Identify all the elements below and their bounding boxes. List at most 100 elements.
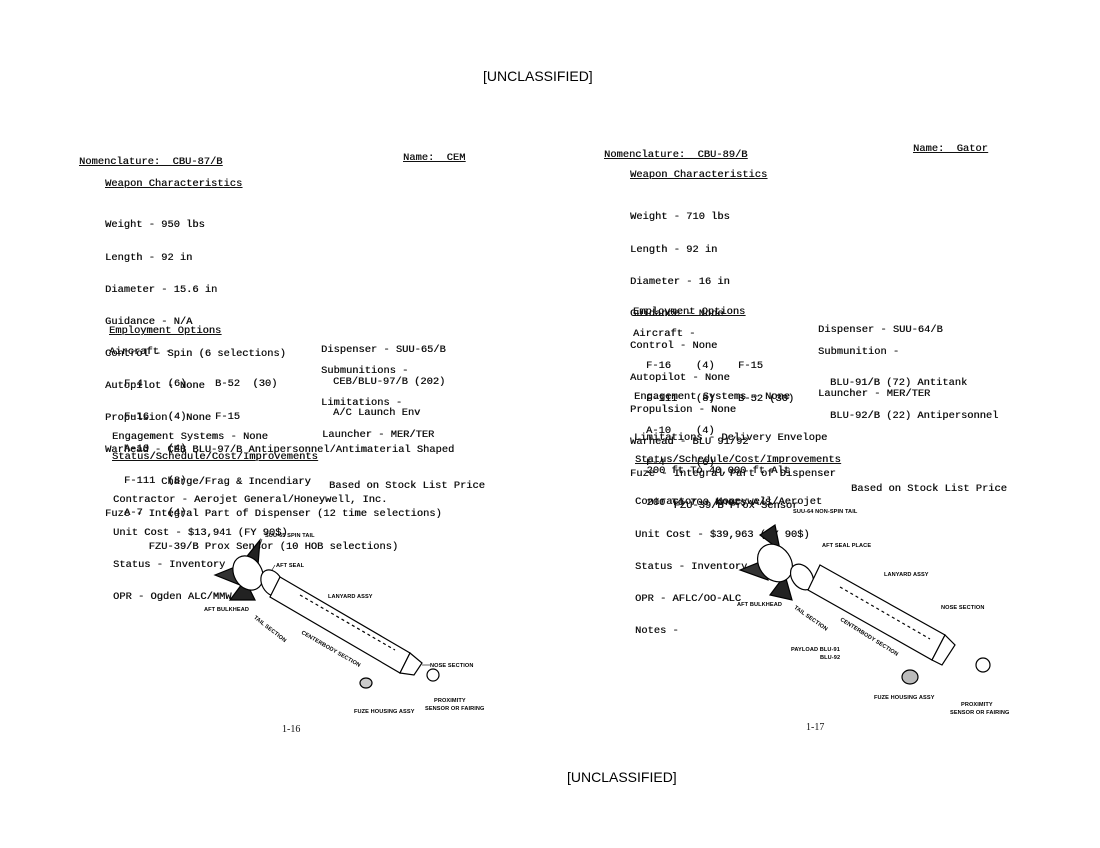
status-line: Status - Inventory	[113, 558, 226, 571]
price-note: Based on Stock List Price	[851, 483, 1007, 495]
status-list: Contractor - Aerojet General/Honeywell, …	[113, 474, 387, 624]
aircraft-list: F-16 (4) F-111 (8) A-10 (4) F-4 (6)	[646, 340, 715, 490]
limitations-label: Limitations -	[321, 397, 403, 409]
dispenser: Dispenser - SUU-65/B	[321, 344, 446, 356]
submunitions-list: BLU-91/B (72) Antitank BLU-92/B (22) Ant…	[830, 357, 998, 443]
weapon-characteristics-heading: Weapon Characteristics	[630, 169, 768, 181]
status-line: Notes -	[635, 624, 679, 637]
classification-marking-bottom: [UNCLASSIFIED]	[567, 769, 677, 785]
aircraft-item: A-7 (4)	[124, 506, 187, 519]
aircraft-item: F-4 (6)	[646, 456, 715, 469]
aircraft-item: A-10 (4)	[124, 442, 187, 455]
diagram-label: PROXIMITY	[961, 702, 993, 708]
characteristic-line: Charge/Frag & Incendiary	[105, 476, 311, 489]
aircraft-label: Aircraft -	[109, 346, 172, 358]
submunitions-label: Submunition -	[818, 346, 900, 358]
status-heading: Status/Schedule/Cost/Improvements	[635, 454, 841, 466]
aircraft-item: F-16 (4)	[124, 410, 187, 423]
aircraft-item: F-15	[215, 410, 240, 423]
nomenclature: Nomenclature: CBU-89/B	[604, 149, 748, 161]
submunition-item: BLU-91/B (72) Antitank	[830, 377, 968, 390]
diagram-label: PAYLOAD BLU-91	[791, 647, 840, 653]
characteristic-line: Length - 92 in	[105, 251, 193, 264]
status-line: Unit Cost - $13,941 (FY 90$)	[113, 526, 288, 539]
diagram-label: FUZE HOUSING ASSY	[874, 695, 935, 701]
page-number: 1-17	[806, 722, 825, 733]
status-line: Contractor - Honeywell/Aerojet	[635, 496, 823, 509]
diagram-label: SUU-64 NON-SPIN TAIL	[793, 509, 858, 515]
characteristics-list: Weight - 710 lbs Length - 92 in Diameter…	[630, 191, 836, 534]
aircraft-list-2: F-15 B-52 (30)	[738, 340, 794, 426]
diagram-label: LANYARD ASSY	[884, 572, 929, 578]
limitations-list: Limitations - Delivery Envelope 200 ft T…	[634, 412, 827, 530]
aircraft-item: F-15	[738, 360, 763, 373]
employment-options-heading: Employment Options	[633, 306, 746, 318]
aircraft-item: A-10 (4)	[646, 424, 715, 437]
status-heading: Status/Schedule/Cost/Improvements	[112, 451, 318, 463]
limitations: A/C Launch Env	[333, 407, 421, 419]
characteristic-line: Length - 92 in	[630, 243, 718, 256]
submunitions-label: Submunitions -	[321, 365, 409, 377]
diagram-label: NOSE SECTION	[430, 663, 474, 669]
diagram-label: AFT SEAL	[276, 563, 305, 569]
aircraft-item: B-52 (30)	[215, 378, 278, 391]
nomenclature: Nomenclature: CBU-87/B	[79, 156, 223, 168]
characteristic-line: Diameter - 16 in	[630, 275, 730, 288]
diagram-label: AFT SEAL PLACE	[822, 543, 872, 549]
characteristic-line: Propulsion - None	[630, 404, 737, 417]
weapon-characteristics-heading: Weapon Characteristics	[105, 178, 243, 190]
characteristic-line: Warhead - CEB BLU-97/B Antipersonnel/Ant…	[105, 444, 455, 457]
dispenser: Dispenser - SUU-64/B	[818, 324, 943, 336]
characteristic-line: Control - None	[630, 339, 718, 352]
characteristic-line: Guidance - None	[630, 307, 724, 320]
limitation-line: 200 To 700 Knots A/S	[634, 496, 772, 509]
aircraft-item: F-111 (8)	[124, 474, 187, 487]
diagram-label: FUZE HOUSING ASSY	[354, 709, 415, 715]
aircraft-item: F-4 (6)	[124, 378, 187, 391]
characteristic-line: FZU-39/B Prox Sensor	[630, 500, 799, 513]
aircraft-item: F-16 (4)	[646, 360, 715, 373]
diagram-label: NOSE SECTION	[941, 605, 985, 611]
characteristic-line: Weight - 710 lbs	[630, 211, 730, 224]
limitation-line: 200 ft To 40,000 ft Alt	[634, 464, 790, 477]
diagram-label: SENSOR OR FAIRING	[425, 706, 485, 712]
classification-marking-top: [UNCLASSIFIED]	[483, 68, 593, 84]
price-note: Based on Stock List Price	[329, 480, 485, 492]
diagram-label: PROXIMITY	[434, 698, 466, 704]
submunition-item: BLU-92/B (22) Antipersonnel	[830, 409, 999, 422]
characteristic-line: Diameter - 15.6 in	[105, 283, 218, 296]
characteristic-line: Warhead - BLU 91/92	[630, 436, 749, 449]
limitation-line: Limitations - Delivery Envelope	[634, 432, 828, 445]
employment-options-heading: Employment Options	[109, 325, 222, 337]
status-list: Contractor - Honeywell/Aerojet Unit Cost…	[635, 476, 822, 658]
characteristic-line: Guidance - N/A	[105, 315, 193, 328]
status-line: OPR - AFLC/OO-ALC	[635, 592, 742, 605]
diagram-label: AFT BULKHEAD	[737, 602, 783, 608]
engagement-systems: Engagement Systems - None	[634, 391, 790, 403]
diagram-label: AFT BULKHEAD	[204, 607, 250, 613]
launcher: Launcher - MER/TER	[818, 388, 931, 400]
weapon-name: Name: Gator	[913, 143, 988, 155]
characteristic-line: Autopilot - None	[105, 379, 205, 392]
status-line: OPR - Ogden ALC/MMW	[113, 590, 232, 603]
characteristic-line: Fuze - Integral Part of Dispenser	[630, 468, 836, 481]
aircraft-item: B-52 (30)	[738, 392, 795, 405]
page-number: 1-16	[282, 724, 301, 735]
aircraft-list: F-4 (6) F-16 (4) A-10 (4) F-111 (8) A-7 …	[124, 358, 186, 540]
aircraft-item: F-111 (8)	[646, 392, 715, 405]
weapon-name: Name: CEM	[403, 152, 466, 164]
characteristic-line: Weight - 950 lbs	[105, 219, 205, 232]
characteristic-line: Fuze - Integral Part of Dispenser (12 ti…	[105, 508, 442, 521]
cbu-89-diagram	[738, 524, 991, 685]
diagram-label: SUU-65 SPIN TAIL	[265, 533, 315, 539]
characteristic-line: Control - Spin (6 selections)	[105, 347, 286, 360]
submunitions: CEB/BLU-97/B (202)	[333, 376, 446, 388]
cbu-87-diagram	[213, 538, 440, 689]
characteristic-line: Propulsion - None	[105, 412, 212, 425]
diagram-label: SENSOR OR FAIRING	[950, 710, 1010, 716]
aircraft-list-2: B-52 (30) F-15	[215, 358, 277, 444]
launcher: Launcher - MER/TER	[322, 429, 435, 441]
engagement-systems: Engagement Systems - None	[112, 431, 268, 443]
aircraft-label: Aircraft -	[633, 328, 696, 340]
diagram-label: BLU-92	[820, 655, 841, 661]
